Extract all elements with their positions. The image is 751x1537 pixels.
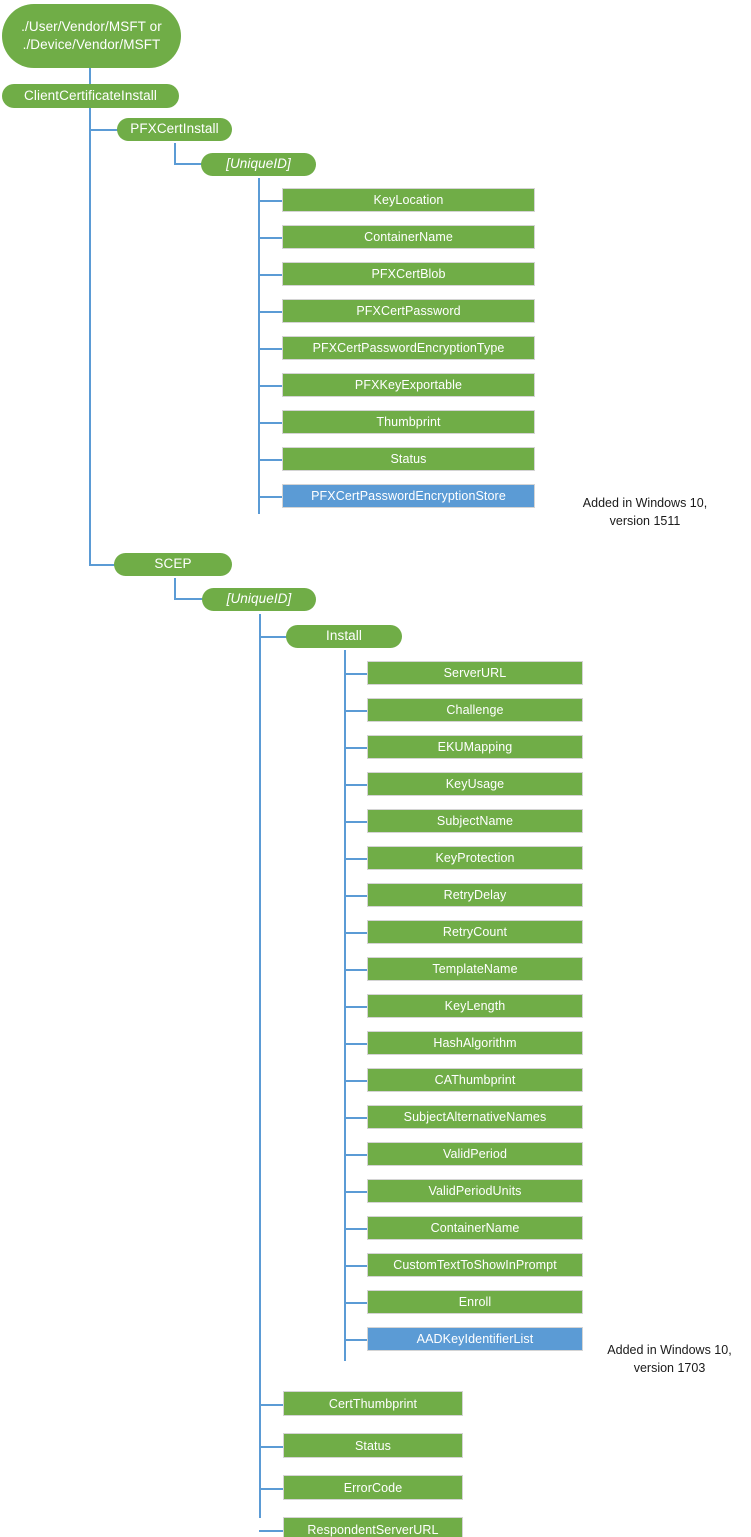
scep-install-leaf-1[interactable]: Challenge: [367, 698, 583, 722]
pfx-leaf-connector-7: [258, 459, 282, 461]
annotation-scep-added-version: Added in Windows 10, version 1703: [607, 1343, 732, 1376]
pfx-leaf-connector-4: [258, 348, 282, 350]
scep-tail-leaf-connector-1: [259, 1446, 283, 1448]
scep-install-leaf-connector-7: [344, 932, 367, 934]
scep-install-leaf-connector-2: [344, 747, 367, 749]
pfx-leaf-connector-6: [258, 422, 282, 424]
scep-install-leaf-10[interactable]: HashAlgorithm: [367, 1031, 583, 1055]
node-root[interactable]: ./User/Vendor/MSFT or ./Device/Vendor/MS…: [2, 4, 181, 68]
scep-install-leaf-15[interactable]: ContainerName: [367, 1216, 583, 1240]
scep-install-leaf-connector-10: [344, 1043, 367, 1045]
scep-install-leaf-connector-6: [344, 895, 367, 897]
scep-tail-leaf-connector-0: [259, 1404, 283, 1406]
node-client-certificate-install[interactable]: ClientCertificateInstall: [2, 84, 179, 108]
connector-install-spine: [344, 650, 346, 1361]
scep-install-leaf-18[interactable]: AADKeyIdentifierList: [367, 1327, 583, 1351]
node-scep[interactable]: SCEP: [114, 553, 232, 576]
scep-install-leaf-connector-17: [344, 1302, 367, 1304]
connector-trunk-to-scep: [89, 564, 115, 566]
connector-pfx-uniqueid-spine: [258, 178, 260, 514]
scep-install-leaf-6[interactable]: RetryDelay: [367, 883, 583, 907]
scep-install-leaf-9[interactable]: KeyLength: [367, 994, 583, 1018]
scep-install-leaf-4[interactable]: SubjectName: [367, 809, 583, 833]
connector-scep-to-uniqueid-v: [174, 578, 176, 599]
pfx-leaf-connector-5: [258, 385, 282, 387]
pfx-leaf-connector-1: [258, 237, 282, 239]
pfx-leaf-0[interactable]: KeyLocation: [282, 188, 535, 212]
node-pfx-uniqueid[interactable]: [UniqueID]: [201, 153, 316, 176]
scep-install-leaf-connector-13: [344, 1154, 367, 1156]
scep-tail-leaf-connector-2: [259, 1488, 283, 1490]
scep-install-leaf-13[interactable]: ValidPeriod: [367, 1142, 583, 1166]
annotation-pfx-added-version: Added in Windows 10, version 1511: [582, 496, 708, 529]
connector-root-to-level1: [89, 68, 91, 95]
pfx-leaf-1[interactable]: ContainerName: [282, 225, 535, 249]
scep-tail-leaf-2[interactable]: ErrorCode: [283, 1475, 463, 1500]
pfx-leaf-3[interactable]: PFXCertPassword: [282, 299, 535, 323]
connector-level1-trunk: [89, 108, 91, 565]
scep-tail-leaf-0[interactable]: CertThumbprint: [283, 1391, 463, 1416]
connector-scep-uniqueid-spine: [259, 614, 261, 1518]
node-scep-uniqueid[interactable]: [UniqueID]: [202, 588, 316, 611]
scep-install-leaf-connector-8: [344, 969, 367, 971]
scep-install-leaf-17[interactable]: Enroll: [367, 1290, 583, 1314]
scep-install-leaf-connector-16: [344, 1265, 367, 1267]
scep-install-leaf-16[interactable]: CustomTextToShowInPrompt: [367, 1253, 583, 1277]
scep-install-leaf-connector-1: [344, 710, 367, 712]
pfx-leaf-6[interactable]: Thumbprint: [282, 410, 535, 434]
node-scep-install[interactable]: Install: [286, 625, 402, 648]
connector-pfx-to-uniqueid-h: [174, 163, 202, 165]
scep-install-leaf-connector-14: [344, 1191, 367, 1193]
scep-tail-leaf-connector-3: [259, 1530, 283, 1532]
scep-install-leaf-connector-4: [344, 821, 367, 823]
connector-scep-uniqueid-to-install: [259, 636, 287, 638]
pfx-leaf-connector-0: [258, 200, 282, 202]
scep-install-leaf-14[interactable]: ValidPeriodUnits: [367, 1179, 583, 1203]
scep-install-leaf-connector-5: [344, 858, 367, 860]
pfx-leaf-4[interactable]: PFXCertPasswordEncryptionType: [282, 336, 535, 360]
scep-install-leaf-connector-9: [344, 1006, 367, 1008]
scep-install-leaf-12[interactable]: SubjectAlternativeNames: [367, 1105, 583, 1129]
scep-install-leaf-7[interactable]: RetryCount: [367, 920, 583, 944]
scep-install-leaf-connector-11: [344, 1080, 367, 1082]
connector-trunk-to-pfx: [89, 129, 127, 131]
pfx-leaf-connector-8: [258, 496, 282, 498]
pfx-leaf-connector-3: [258, 311, 282, 313]
pfx-leaf-5[interactable]: PFXKeyExportable: [282, 373, 535, 397]
connector-pfx-to-uniqueid-v: [174, 143, 176, 164]
scep-install-leaf-5[interactable]: KeyProtection: [367, 846, 583, 870]
pfx-leaf-7[interactable]: Status: [282, 447, 535, 471]
scep-install-leaf-connector-3: [344, 784, 367, 786]
scep-install-leaf-connector-0: [344, 673, 367, 675]
pfx-leaf-connector-2: [258, 274, 282, 276]
pfx-leaf-8[interactable]: PFXCertPasswordEncryptionStore: [282, 484, 535, 508]
scep-install-leaf-connector-18: [344, 1339, 367, 1341]
scep-install-leaf-2[interactable]: EKUMapping: [367, 735, 583, 759]
scep-install-leaf-0[interactable]: ServerURL: [367, 661, 583, 685]
scep-install-leaf-8[interactable]: TemplateName: [367, 957, 583, 981]
node-pfx-cert-install[interactable]: PFXCertInstall: [117, 118, 232, 141]
pfx-leaf-2[interactable]: PFXCertBlob: [282, 262, 535, 286]
scep-install-leaf-11[interactable]: CAThumbprint: [367, 1068, 583, 1092]
scep-install-leaf-connector-15: [344, 1228, 367, 1230]
scep-tail-leaf-1[interactable]: Status: [283, 1433, 463, 1458]
scep-install-leaf-3[interactable]: KeyUsage: [367, 772, 583, 796]
scep-tail-leaf-3[interactable]: RespondentServerURL: [283, 1517, 463, 1537]
scep-install-leaf-connector-12: [344, 1117, 367, 1119]
connector-scep-to-uniqueid-h: [174, 598, 204, 600]
